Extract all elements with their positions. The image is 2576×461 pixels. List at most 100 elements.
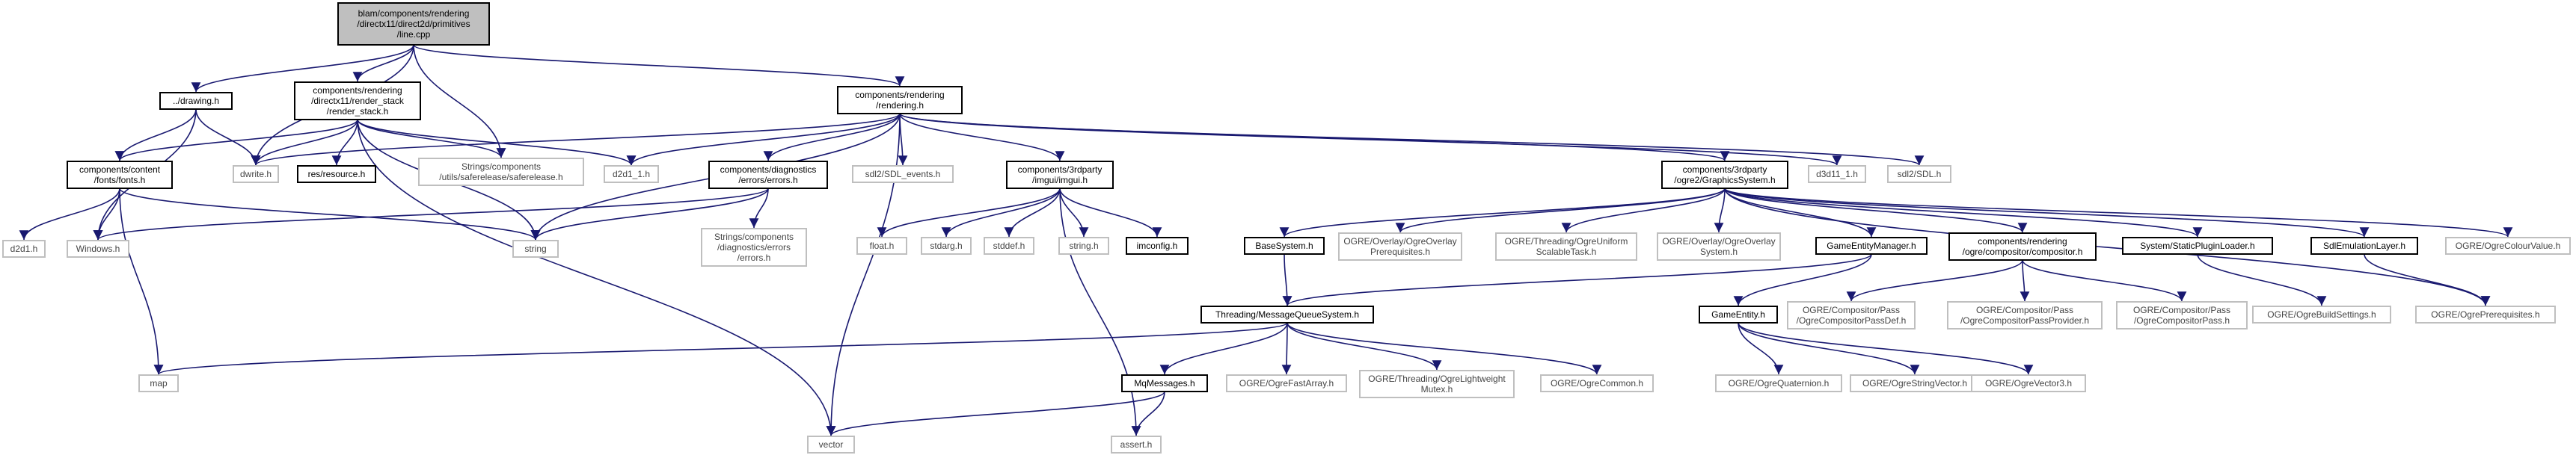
node-game-entity[interactable]: GameEntity.h <box>1699 306 1778 324</box>
node-label: /ogre/compositor/compositor.h <box>1963 247 2083 257</box>
node-stddef: stddef.h <box>984 237 1034 255</box>
edge-errors-to-windows <box>93 188 769 241</box>
node-box <box>297 165 376 183</box>
node-graphics-system[interactable]: components/3rdparty/ogre2/GraphicsSystem… <box>1661 161 1788 189</box>
node-label: OGRE/Compositor/Pass <box>2133 305 2230 315</box>
node-label: ../drawing.h <box>173 96 219 106</box>
node-mq-system[interactable]: Threading/MessageQueueSystem.h <box>1200 306 1374 324</box>
edge-graphics-system-to-compositor <box>1724 188 2028 233</box>
node-label: OGRE/OgreColourValue.h <box>2456 241 2561 251</box>
node-label: /OgreCompositorPassProvider.h <box>1960 315 2089 326</box>
node-label: components/rendering <box>855 90 944 100</box>
edge-root-to-rendering <box>413 44 905 87</box>
node-box <box>701 228 807 267</box>
node-resource[interactable]: res/resource.h <box>297 165 376 183</box>
edge-mq-messages-to-vector <box>826 391 1165 436</box>
node-label: /errors/errors.h <box>738 175 797 185</box>
node-label: Windows.h <box>76 244 120 254</box>
node-label: components/diagnostics <box>720 164 817 175</box>
node-box <box>418 158 584 186</box>
node-imgui[interactable]: components/3rdparty/imgui/imgui.h <box>1006 161 1114 189</box>
node-base-system[interactable]: BaseSystem.h <box>1244 237 1325 255</box>
node-sdl-events: sdl2/SDL_events.h <box>852 165 954 183</box>
node-label: OGRE/OgrePrerequisites.h <box>2431 309 2539 320</box>
node-label: /directx11/direct2d/primitives <box>357 19 470 29</box>
node-label: blam/components/rendering <box>358 8 470 19</box>
node-box <box>233 165 279 183</box>
node-render-stack[interactable]: components/rendering/directx11/render_st… <box>294 81 421 120</box>
node-fonts[interactable]: components/content/fonts/fonts.h <box>67 161 173 189</box>
node-ogre-common: OGRE/OgreCommon.h <box>1540 374 1654 392</box>
edge-drawing-to-dwrite <box>195 108 261 166</box>
node-box <box>512 240 559 258</box>
node-label: sdl2/SDL.h <box>1898 169 1942 179</box>
node-box <box>1226 374 1347 392</box>
node-prerequisites: OGRE/OgrePrerequisites.h <box>2415 306 2556 324</box>
node-box <box>856 237 907 255</box>
node-root[interactable]: blam/components/rendering/directx11/dire… <box>337 2 490 46</box>
node-label: /line.cpp <box>397 29 431 40</box>
node-label: GameEntityManager.h <box>1827 241 1916 251</box>
edge-mq-messages-to-assert <box>1131 391 1165 436</box>
node-box <box>2116 301 2248 329</box>
edge-compositor-to-pass-provider <box>2020 259 2030 302</box>
edge-render-stack-to-safe-release <box>357 119 506 158</box>
node-pass: OGRE/Compositor/Pass/OgreCompositorPass.… <box>2116 301 2248 329</box>
node-fast-array: OGRE/OgreFastArray.h <box>1226 374 1347 392</box>
node-box <box>67 240 129 258</box>
edge-rendering-to-d3d11-1 <box>899 113 1841 166</box>
node-compositor[interactable]: components/rendering/ogre/compositor/com… <box>1948 232 2097 261</box>
node-label: /utils/saferelease/saferelease.h <box>439 172 562 182</box>
edge-imgui-to-float <box>877 188 1061 238</box>
edge-base-system-to-mq-system <box>1282 253 1292 306</box>
edge-imgui-to-stddef <box>1004 188 1061 238</box>
node-box <box>1359 370 1515 398</box>
node-stdarg: stdarg.h <box>921 237 972 255</box>
node-box <box>1058 237 1109 255</box>
node-map: map <box>138 374 179 392</box>
node-label: dwrite.h <box>240 169 272 179</box>
node-label: d3d11_1.h <box>1816 169 1858 179</box>
node-vector3: OGRE/OgreVector3.h <box>1971 374 2086 392</box>
edge-graphics-system-to-overlay-prereq <box>1395 188 1726 233</box>
node-sdl-emulation[interactable]: SdlEmulationLayer.h <box>2310 237 2418 255</box>
node-drawing[interactable]: ../drawing.h <box>159 92 233 110</box>
node-box <box>1006 161 1114 189</box>
node-float: float.h <box>856 237 907 255</box>
edge-render-stack-to-dwrite <box>251 119 358 166</box>
edge-graphics-system-to-static-plugin-loader <box>1724 188 2203 238</box>
node-game-entity-manager[interactable]: GameEntityManager.h <box>1815 237 1928 255</box>
edge-mq-system-to-ogre-common <box>1287 322 1602 375</box>
node-errors[interactable]: components/diagnostics/errors/errors.h <box>708 161 828 189</box>
node-label: BaseSystem.h <box>1255 241 1313 251</box>
edge-compositor-to-pass-def <box>1846 259 2023 302</box>
node-label: string.h <box>1069 241 1098 251</box>
node-box <box>1200 306 1374 324</box>
node-static-plugin-loader[interactable]: System/StaticPluginLoader.h <box>2122 237 2273 255</box>
edge-imgui-to-assert <box>1059 188 1141 436</box>
node-box <box>807 436 855 454</box>
node-label: OGRE/OgreVector3.h <box>1985 378 2072 389</box>
node-box <box>1787 301 1916 329</box>
node-box <box>984 237 1034 255</box>
node-rendering[interactable]: components/rendering/rendering.h <box>837 86 963 114</box>
node-box <box>1815 237 1928 255</box>
edge-errors-to-strings-errors <box>749 188 769 229</box>
node-label: Prerequisites.h <box>1370 247 1430 257</box>
edge-sdl-emulation-to-prerequisites <box>2364 253 2491 306</box>
node-string-vector: OGRE/OgreStringVector.h <box>1850 374 1980 392</box>
edge-mq-system-to-lightweight-mutex <box>1287 322 1442 371</box>
node-d3d11-1: d3d11_1.h <box>1808 165 1866 183</box>
node-label: components/3rdparty <box>1683 164 1767 175</box>
node-imconfig[interactable]: imconfig.h <box>1126 237 1189 255</box>
node-label: /errors.h <box>737 253 771 263</box>
node-mq-messages[interactable]: MqMessages.h <box>1121 374 1208 392</box>
node-label: stdarg.h <box>930 241 962 251</box>
edge-game-entity-to-vector3 <box>1738 322 2034 375</box>
node-box <box>1699 306 1778 324</box>
edge-graphics-system-to-game-entity-manager <box>1724 188 1877 238</box>
node-label: /diagnostics/errors <box>717 242 791 253</box>
